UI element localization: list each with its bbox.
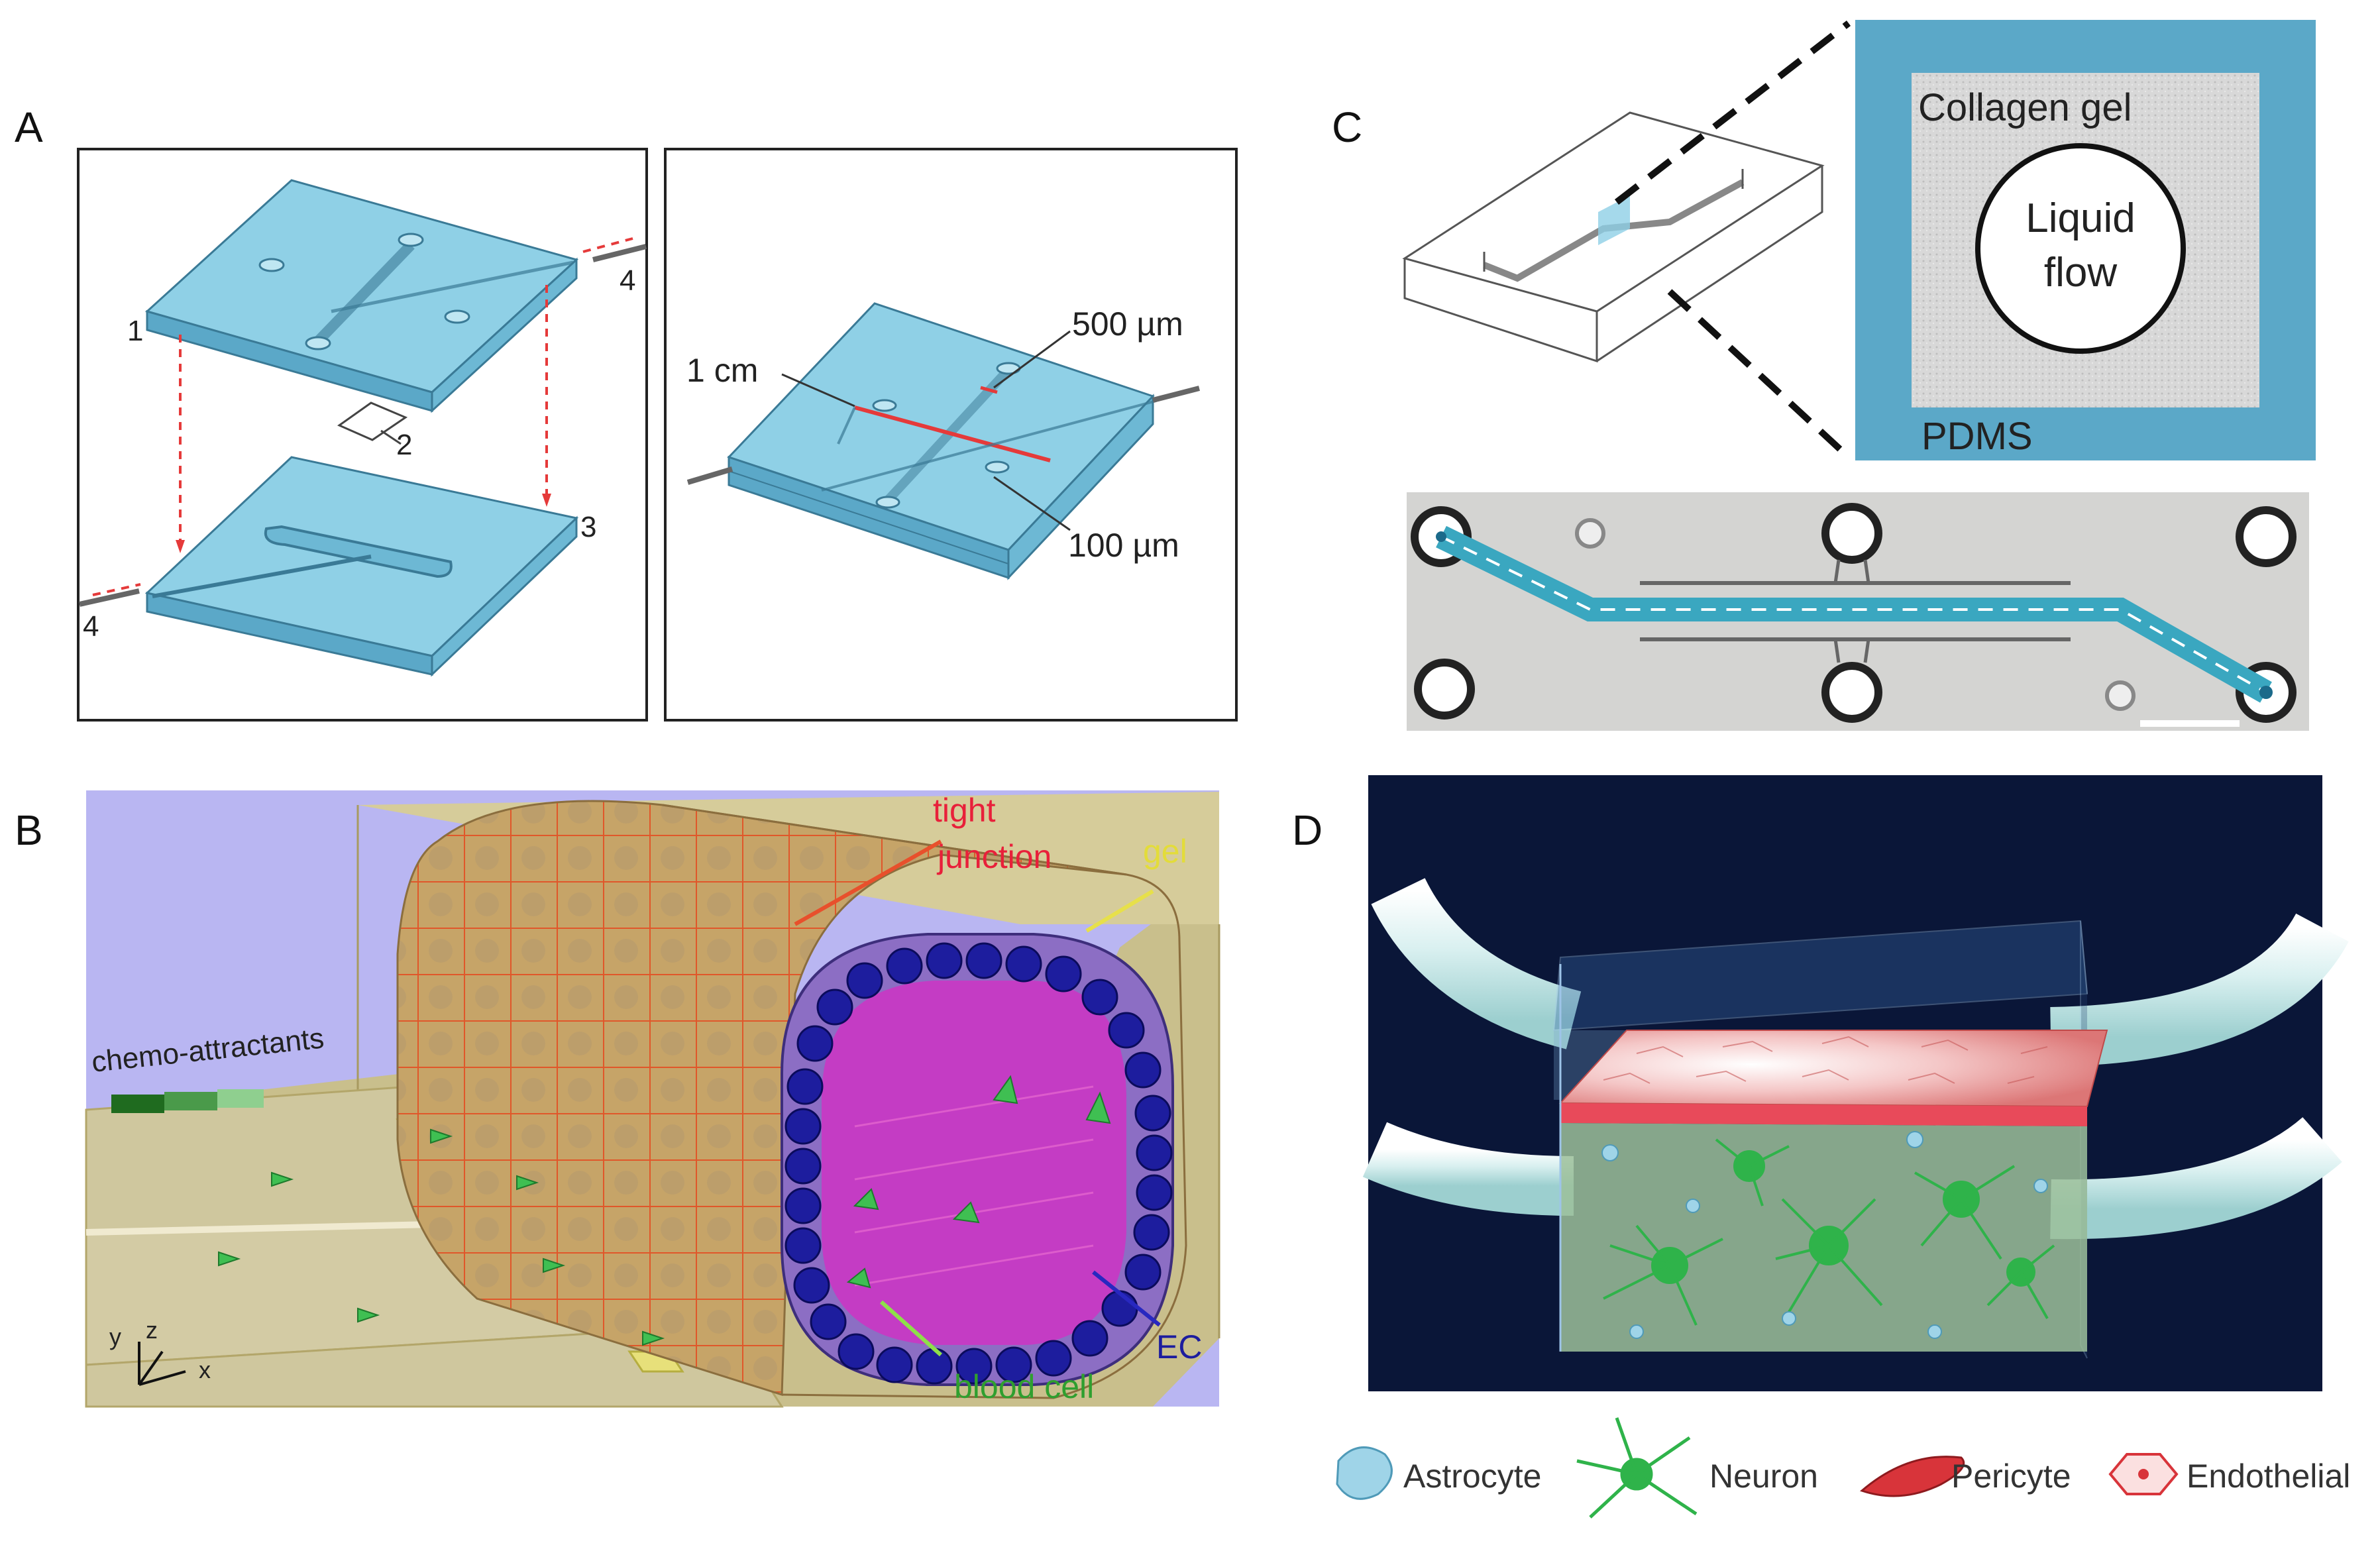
bottom-layer [144,456,579,677]
axis-z: z [146,1316,158,1344]
astrocytes [1601,1131,2048,1339]
legend-astrocyte: Astrocyte [1336,1446,1541,1500]
assembled-chip [727,302,1157,580]
pericyte-layer [1560,1103,2087,1126]
panel-c-letter: C [1332,103,1362,151]
panel-a-left-frame [77,148,648,722]
assembled-tubing-right [1152,386,1200,403]
inlet-tubes [1362,877,2349,1240]
panel-b-letter: B [15,806,43,854]
panel-a: A [15,103,1238,722]
part-1: 1 [127,315,143,347]
ec-label: EC [1156,1328,1202,1366]
neurons [1603,1138,2055,1326]
chemo-gradient [111,1089,264,1113]
cross-section-marker [1598,195,1630,245]
top-layer [144,179,579,413]
tight-junction-label-2: junction [936,838,1052,875]
vessel-body [396,800,1127,1397]
panel-a-right-frame [664,148,1238,722]
axes-icon [138,1342,186,1386]
legend-neuron: Neuron [1576,1417,1818,1519]
legend-endothelial: Endothelial [2108,1453,2350,1495]
culture-box [1552,920,2108,1359]
panel-a-letter: A [15,103,43,151]
panel-d-letter: D [1292,806,1323,854]
panel-d: D [1292,775,2350,1519]
pericyte-icon [1860,1456,1965,1497]
liquid-flow-channel [1975,143,2186,354]
part-2: 2 [396,429,412,461]
blood-cell-label: blood cell [954,1368,1094,1405]
legend-endothelial-label: Endothelial [2187,1458,2350,1495]
part-3: 3 [580,511,596,543]
migrating-cells [218,1075,1111,1346]
pdms-label: PDMS [1921,415,2033,458]
vessel-cross-section [781,933,1174,1386]
axis-y: y [109,1323,121,1350]
legend-pericyte-label: Pericyte [1951,1458,2071,1495]
dim-length: 1 cm [686,352,758,389]
legend: Astrocyte Neuron Pericyte Endothelial [1336,1417,2350,1519]
gel-label: gel [1143,833,1187,870]
panel-b: B [15,790,1220,1408]
legend-astrocyte-label: Astrocyte [1403,1458,1541,1495]
legend-neuron-label: Neuron [1709,1458,1818,1495]
alignment-arrows [92,237,633,596]
astrocyte-icon [1336,1446,1393,1500]
dim-width: 500 µm [1072,305,1183,343]
device-photo [1407,492,2309,731]
tubing-bottom [79,588,140,607]
liquid-label-1: Liquid [2026,195,2135,241]
membrane [337,402,408,441]
neuron-icon [1576,1417,1698,1519]
axis-x: x [199,1356,211,1383]
dim-height: 100 µm [1068,527,1179,564]
endothelial-cells [784,942,1173,1385]
collagen-label: Collagen gel [1918,86,2132,129]
panel-c: C Collagen gel Liquid flow PDMS [1332,20,2316,731]
part-4-top: 4 [620,264,635,297]
legend-pericyte: Pericyte [1860,1456,2071,1497]
lumen [822,981,1126,1345]
tight-junction-label-1: tight [933,792,996,829]
liquid-label-2: flow [2044,250,2117,295]
part-4-bottom: 4 [83,610,99,643]
tubing-top [592,244,647,262]
assembled-tubing-left [686,466,733,485]
endothelial-layer [1558,1030,2108,1108]
